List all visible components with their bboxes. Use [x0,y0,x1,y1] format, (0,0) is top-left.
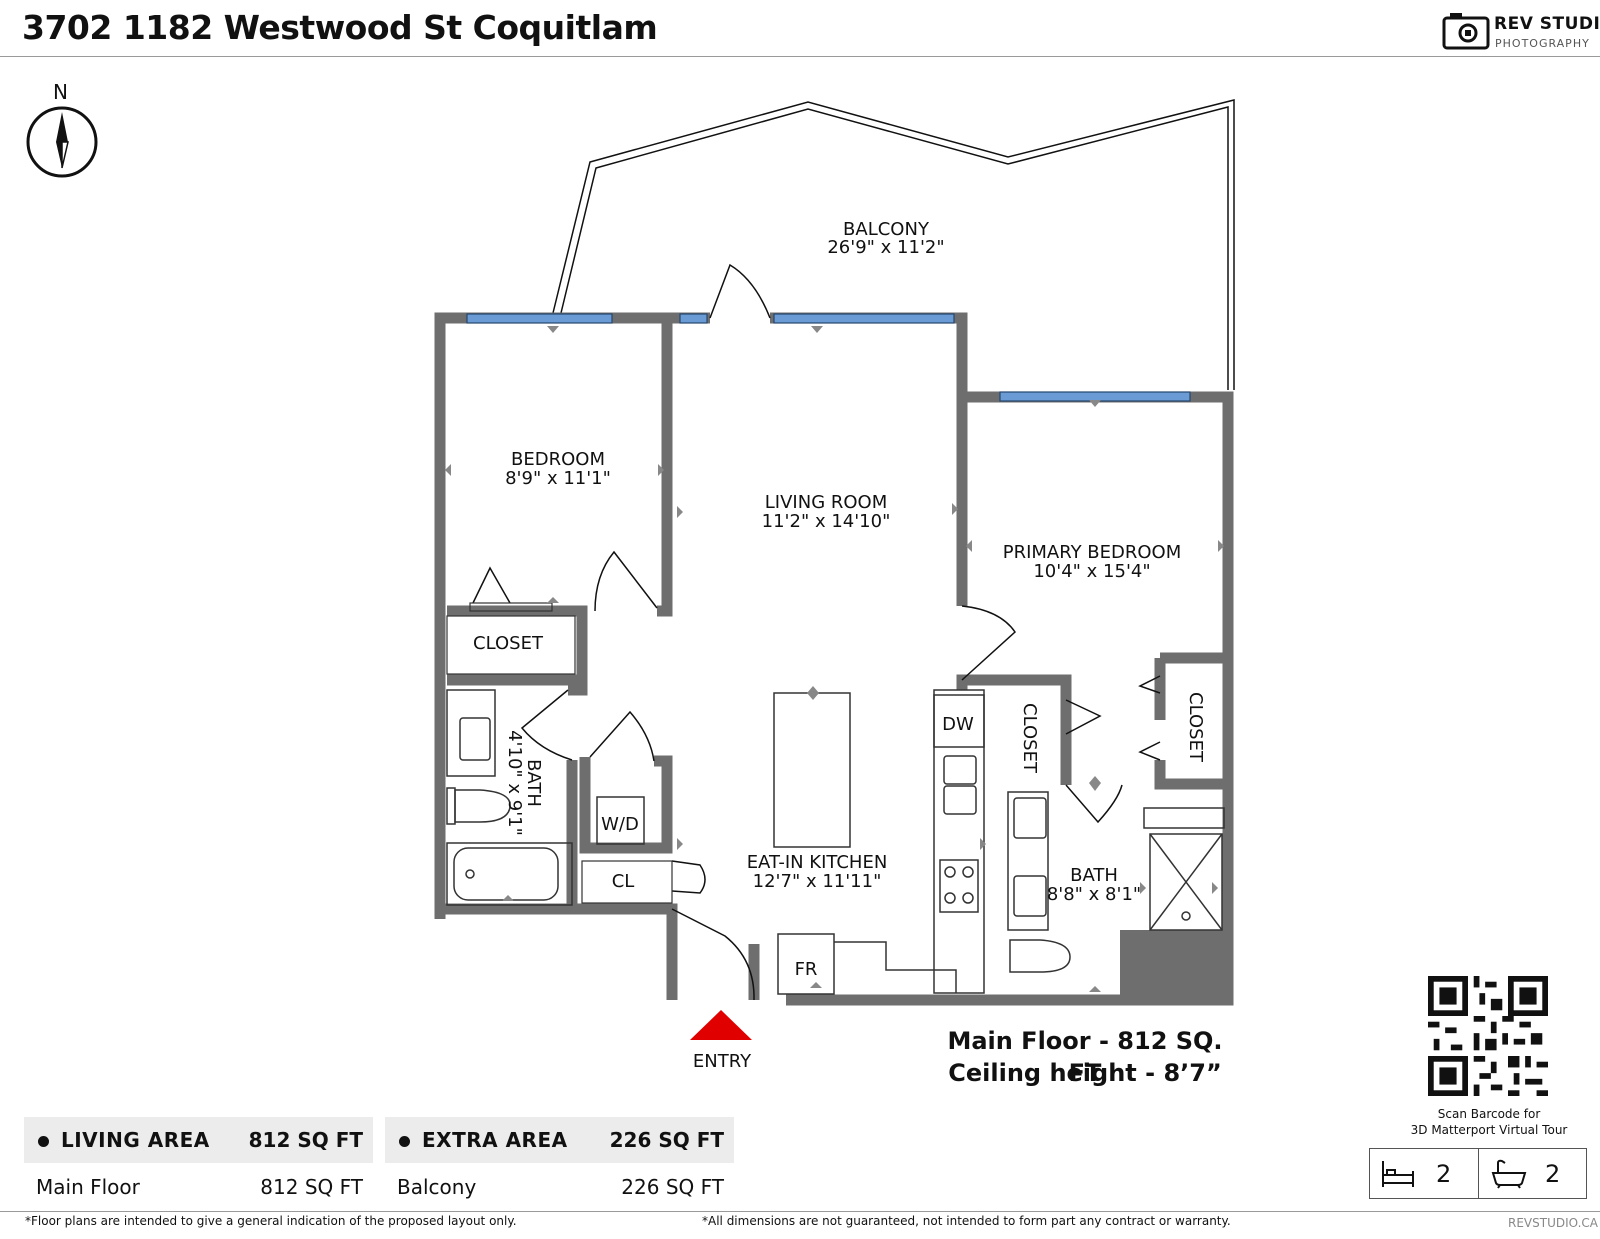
main-floor-summary: Main Floor - 812 SQ. FT [947,1027,1223,1087]
qr-caption-line2: 3D Matterport Virtual Tour [1410,1123,1568,1137]
balcony-dims: 26'9" x 11'2" [827,237,944,258]
living-area-header: LIVING AREA 812 SQ FT [24,1117,373,1163]
fridge-label: FR [795,959,818,980]
kitchen-dims: 12'7" x 11'11" [753,871,882,892]
kitchen-name: EAT-IN KITCHEN [747,852,888,873]
balcony-name: BALCONY [843,219,930,240]
dishwasher-label: DW [942,714,974,735]
washer-dryer-box [596,796,645,845]
row-label: Balcony [397,1175,477,1199]
living-area-label: LIVING AREA [61,1128,210,1152]
cl-label: CL [612,871,635,892]
closet-left-label: CLOSET [473,633,544,654]
table-row: Main Floor 812 SQ FT [24,1163,373,1209]
qr-caption: Scan Barcode for 3D Matterport Virtual T… [1400,1106,1578,1138]
closet-mid-label: CLOSET [1019,703,1040,774]
counts-divider [1478,1149,1479,1198]
stove-icon [939,859,979,913]
extra-area-total: 226 SQ FT [609,1128,724,1152]
shaft [1120,930,1228,1000]
right-bath-fixtures [1007,791,1225,973]
website-link[interactable]: REVSTUDIO.CA [1508,1216,1598,1230]
bath-right-name: BATH [1070,865,1118,886]
table-row: Balcony 226 SQ FT [385,1163,734,1209]
row-value: 226 SQ FT [621,1175,724,1199]
bedroom-count-value: 2 [1436,1160,1452,1188]
bullet-icon [399,1136,410,1147]
ceiling-height: Ceiling height - 8’7” [948,1059,1222,1087]
entry-label: ENTRY [693,1051,752,1072]
row-label: Main Floor [36,1175,140,1199]
bedroom-count: 2 [1370,1149,1478,1198]
disclaimer-right: *All dimensions are not guaranteed, not … [702,1214,1231,1228]
bedroom-dims: 8'9" x 11'1" [505,468,611,489]
header-divider [0,56,1600,57]
room-counts: 2 2 [1369,1148,1587,1199]
extra-area-header: EXTRA AREA 226 SQ FT [385,1117,734,1163]
disclaimer-left: *Floor plans are intended to give a gene… [25,1214,517,1228]
qr-code-icon[interactable] [1428,976,1548,1096]
bathroom-count-value: 2 [1545,1160,1561,1188]
closet-left-box [446,615,576,675]
primary-bedroom-name: PRIMARY BEDROOM [1003,542,1182,563]
windows [466,313,1191,402]
living-area-table: LIVING AREA 812 SQ FT Main Floor 812 SQ … [24,1117,373,1209]
doors [472,263,1161,1001]
brand-subtitle: PHOTOGRAPHY [1495,37,1590,50]
closet-right-label: CLOSET [1185,692,1206,763]
bedroom-name: BEDROOM [511,449,605,470]
brand-name: REV STUDIO [1494,14,1600,34]
bath-left-name: BATH [523,759,544,807]
bed-icon [1382,1161,1414,1187]
qr-caption-line1: Scan Barcode for [1437,1107,1541,1121]
camera-logo-icon [1442,13,1490,50]
bath-right-dims: 8'8" x 8'1" [1047,884,1141,905]
bathroom-count: 2 [1479,1149,1587,1198]
compass-north-label: N [53,80,68,104]
kitchen-sink-icon [943,755,977,815]
living-room-name: LIVING ROOM [765,492,887,513]
bullet-icon [38,1136,49,1147]
page-title: 3702 1182 Westwood St Coquitlam [22,8,658,47]
brand-logo: REV STUDIO PHOTOGRAPHY [1442,10,1600,52]
washer-dryer-label: W/D [601,814,639,835]
primary-bedroom-dims: 10'4" x 15'4" [1033,561,1150,582]
wall-markers [445,326,1224,992]
compass-icon [26,106,98,178]
kitchen-island [773,692,851,848]
closet-rod [469,602,553,612]
bathtub-icon [1491,1159,1527,1189]
living-room-dims: 11'2" x 14'10" [762,511,891,532]
footer-divider [0,1211,1600,1212]
extra-area-label: EXTRA AREA [422,1128,568,1152]
row-value: 812 SQ FT [260,1175,363,1199]
living-area-total: 812 SQ FT [248,1128,363,1152]
extra-area-table: EXTRA AREA 226 SQ FT Balcony 226 SQ FT [385,1117,734,1209]
bath-left-dims: 4'10" x 9'1" [504,730,525,836]
kitchen-counter [777,689,985,995]
entry-marker-icon [690,1010,752,1040]
cl-box [581,860,673,904]
balcony-outline [552,99,1235,390]
